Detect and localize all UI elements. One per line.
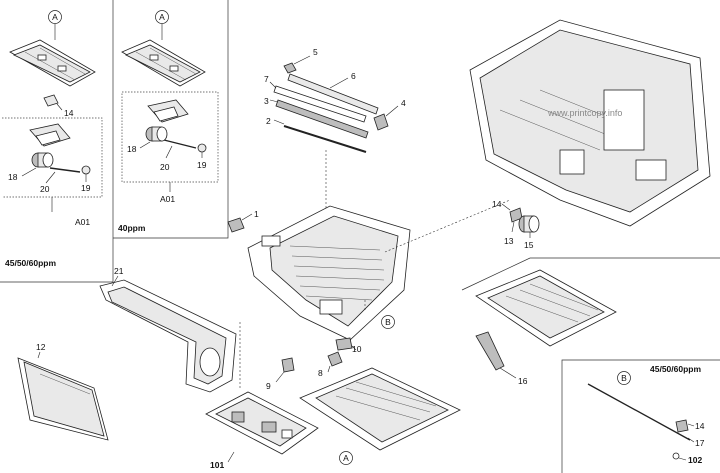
part-12-panel bbox=[17, 357, 109, 441]
part-21-side-cover bbox=[99, 279, 237, 393]
label-14b: 14 bbox=[492, 199, 502, 209]
paper-feed-assembly bbox=[247, 205, 411, 341]
label-13: 13 bbox=[504, 236, 514, 246]
panel-frame bbox=[113, 0, 229, 239]
callout-a-circle bbox=[48, 10, 62, 24]
part-19-gear bbox=[81, 165, 91, 175]
panel-frame bbox=[561, 359, 720, 473]
label-18b: 18 bbox=[127, 144, 137, 154]
part-15-roller bbox=[518, 215, 540, 233]
panel-40ppm: A 18 20 19 A01 40ppm bbox=[113, 0, 229, 239]
panel-frame bbox=[461, 257, 720, 291]
label-8: 8 bbox=[318, 368, 323, 378]
part-4-bushing bbox=[373, 113, 389, 131]
label-3: 3 bbox=[264, 96, 269, 106]
part-19-gear bbox=[197, 143, 207, 153]
bottom-tray-assembly bbox=[299, 367, 461, 451]
part-1-clip bbox=[227, 217, 245, 233]
callout-b-label: B bbox=[621, 373, 627, 383]
callout-b-label: B bbox=[385, 317, 391, 327]
label-21: 21 bbox=[114, 266, 124, 276]
screw-icon bbox=[672, 452, 680, 460]
label-1: 1 bbox=[254, 209, 259, 219]
label-6: 6 bbox=[351, 71, 356, 81]
label-16: 16 bbox=[518, 376, 528, 386]
roller-group: 5 6 7 3 4 2 bbox=[264, 47, 406, 210]
panel-45-50-60ppm: A 14 18 20 bbox=[0, 0, 114, 283]
part-9-spring bbox=[281, 357, 295, 373]
label-12: 12 bbox=[36, 342, 46, 352]
label-10: 10 bbox=[352, 344, 362, 354]
guide-bracket bbox=[121, 39, 206, 87]
callout-b-circle bbox=[617, 371, 631, 385]
part-101-pcb bbox=[205, 391, 319, 455]
callout-a-circle bbox=[339, 451, 353, 465]
variant-label-45-50-60: 45/50/60ppm bbox=[5, 258, 56, 268]
label-17: 17 bbox=[695, 438, 705, 448]
label-15: 15 bbox=[524, 240, 534, 250]
label-2: 2 bbox=[266, 116, 271, 126]
callout-a-circle bbox=[155, 10, 169, 24]
label-14c: 14 bbox=[695, 421, 705, 431]
part-16-duplex-guide bbox=[475, 269, 617, 347]
watermark: www.printcopy.info bbox=[547, 108, 622, 118]
part-3-roller bbox=[275, 99, 369, 139]
part-10-lever bbox=[335, 337, 353, 351]
part-14-clip bbox=[675, 419, 689, 433]
panel-inset-b: 45/50/60ppm B 14 17 102 bbox=[587, 364, 705, 465]
guide-bracket bbox=[9, 39, 96, 87]
callout-a-label: A bbox=[343, 453, 349, 463]
label-19a: 19 bbox=[81, 183, 91, 193]
assembly-label-a01-mid: A01 bbox=[160, 194, 175, 204]
part-16-arm bbox=[475, 331, 505, 371]
label-102: 102 bbox=[688, 455, 702, 465]
roller-18 bbox=[31, 152, 54, 168]
label-9: 9 bbox=[266, 381, 271, 391]
assembly-label-a01-left: A01 bbox=[75, 217, 90, 227]
variant-label-45-50-60-b: 45/50/60ppm bbox=[650, 364, 701, 374]
part-7-guide bbox=[273, 85, 367, 123]
label-101: 101 bbox=[210, 460, 224, 470]
callout-a-label: A bbox=[52, 12, 58, 22]
part-6-roller bbox=[287, 73, 379, 115]
label-19b: 19 bbox=[197, 160, 207, 170]
part-5-bushing bbox=[283, 62, 297, 74]
roller-18 bbox=[145, 126, 168, 142]
label-5: 5 bbox=[313, 47, 318, 57]
callout-b-circle bbox=[381, 315, 395, 329]
main-frame bbox=[469, 19, 711, 227]
variant-label-40: 40ppm bbox=[118, 223, 146, 233]
label-18a: 18 bbox=[8, 172, 18, 182]
label-7: 7 bbox=[264, 74, 269, 84]
label-20a: 20 bbox=[40, 184, 50, 194]
assembly-box bbox=[121, 91, 219, 183]
label-4: 4 bbox=[401, 98, 406, 108]
part-14-clip bbox=[43, 94, 59, 107]
label-14a: 14 bbox=[64, 108, 74, 118]
panel-frame bbox=[0, 0, 114, 283]
part-8-lever bbox=[327, 351, 343, 367]
label-20b: 20 bbox=[160, 162, 170, 172]
callout-a-label: A bbox=[159, 12, 165, 22]
